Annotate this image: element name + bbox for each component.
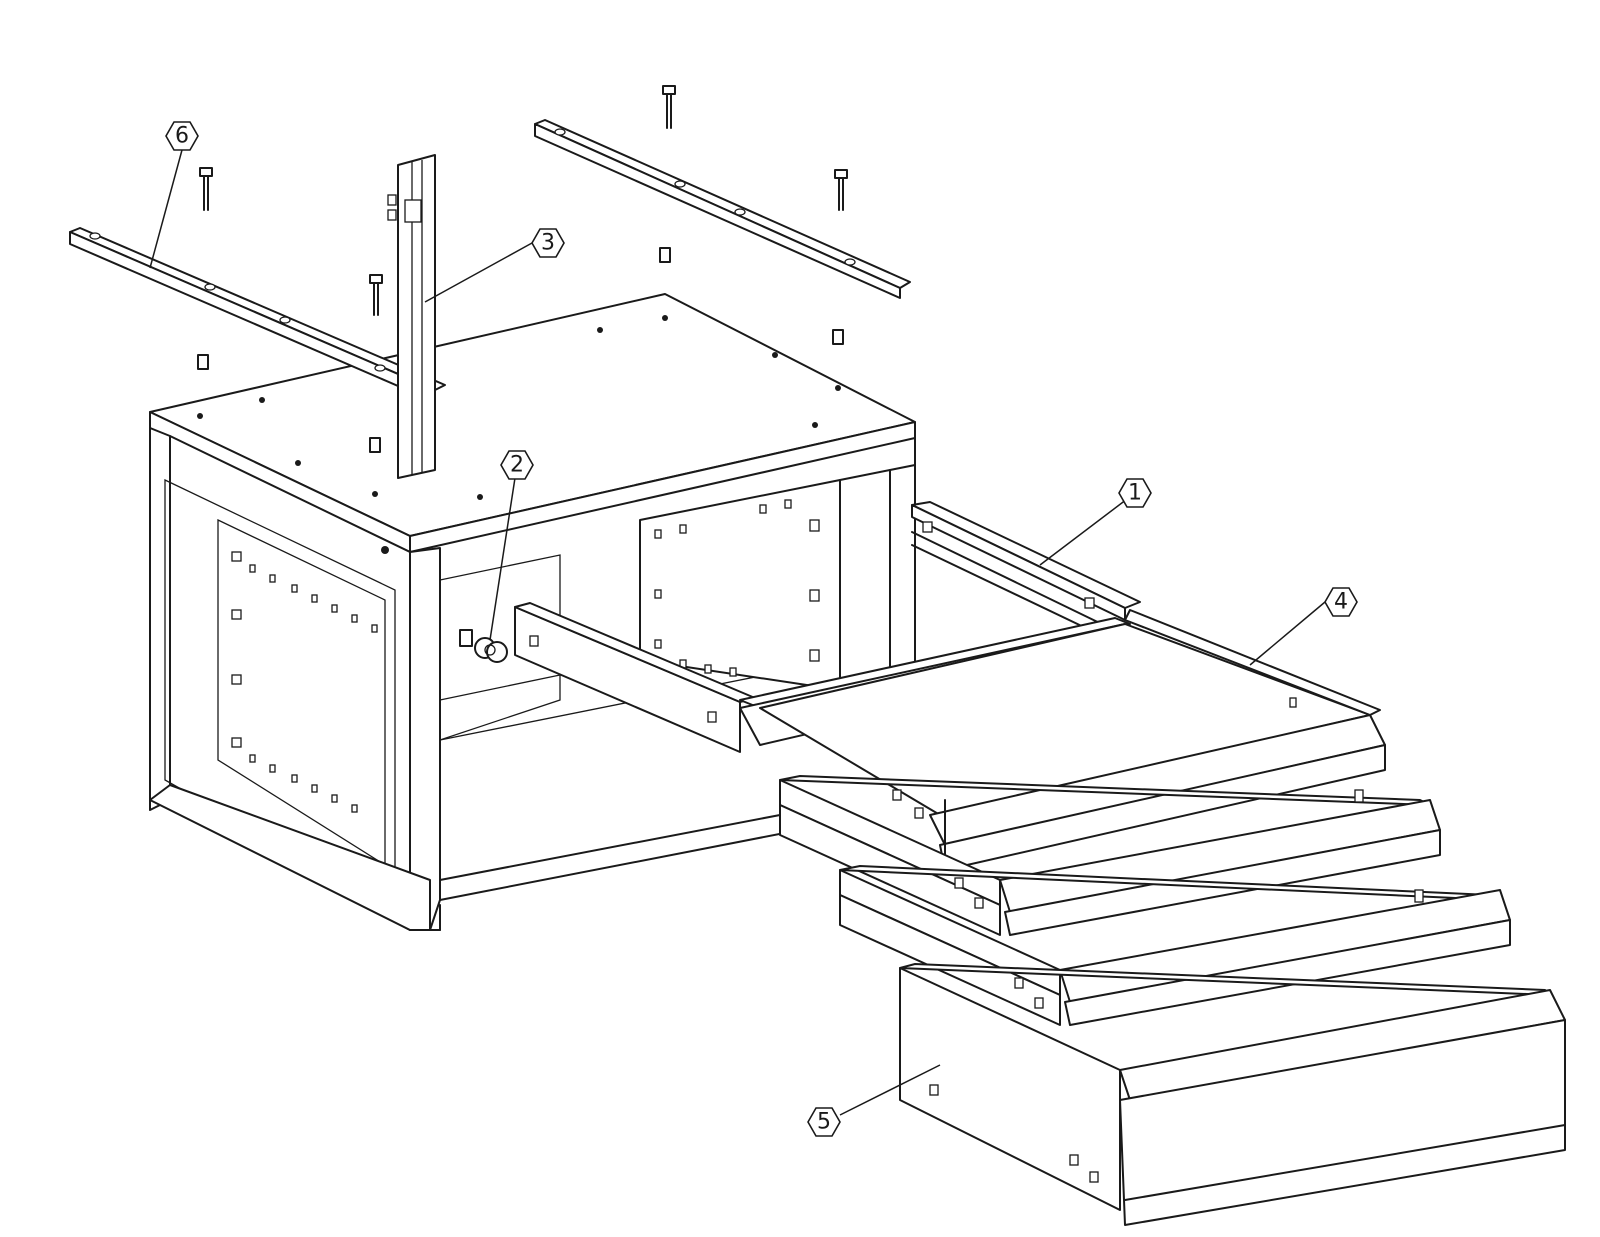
lock-assembly: [459, 629, 508, 663]
cabinet-body: [149, 293, 916, 931]
slide-rail: [911, 501, 1141, 631]
callout-2: 2: [500, 450, 534, 480]
callout-1: 1: [1118, 478, 1152, 508]
callout-3-label: 3: [541, 231, 555, 256]
callout-5: 5: [807, 1107, 841, 1137]
top-bracket-left: [69, 227, 446, 403]
callout-4-label: 4: [1334, 590, 1348, 615]
left-pegboard-holes: [231, 551, 378, 813]
drawer-bottom: [899, 963, 1566, 1226]
callout-2-label: 2: [510, 453, 524, 478]
callout-6-label: 6: [175, 124, 189, 149]
callout-6: 6: [165, 121, 199, 151]
callout-3: 3: [531, 228, 565, 258]
callout-leaders: [149, 149, 1326, 1116]
callout-5-label: 5: [817, 1110, 831, 1135]
top-panel-holes: [197, 315, 841, 554]
right-pegboard-holes: [654, 499, 820, 677]
vertical-post: [387, 154, 436, 479]
callout-4: 4: [1324, 587, 1358, 617]
drawer-top-frame: [514, 602, 1386, 871]
callout-1-label: 1: [1128, 481, 1142, 506]
screws: [197, 85, 848, 453]
top-bracket-right: [534, 119, 911, 299]
